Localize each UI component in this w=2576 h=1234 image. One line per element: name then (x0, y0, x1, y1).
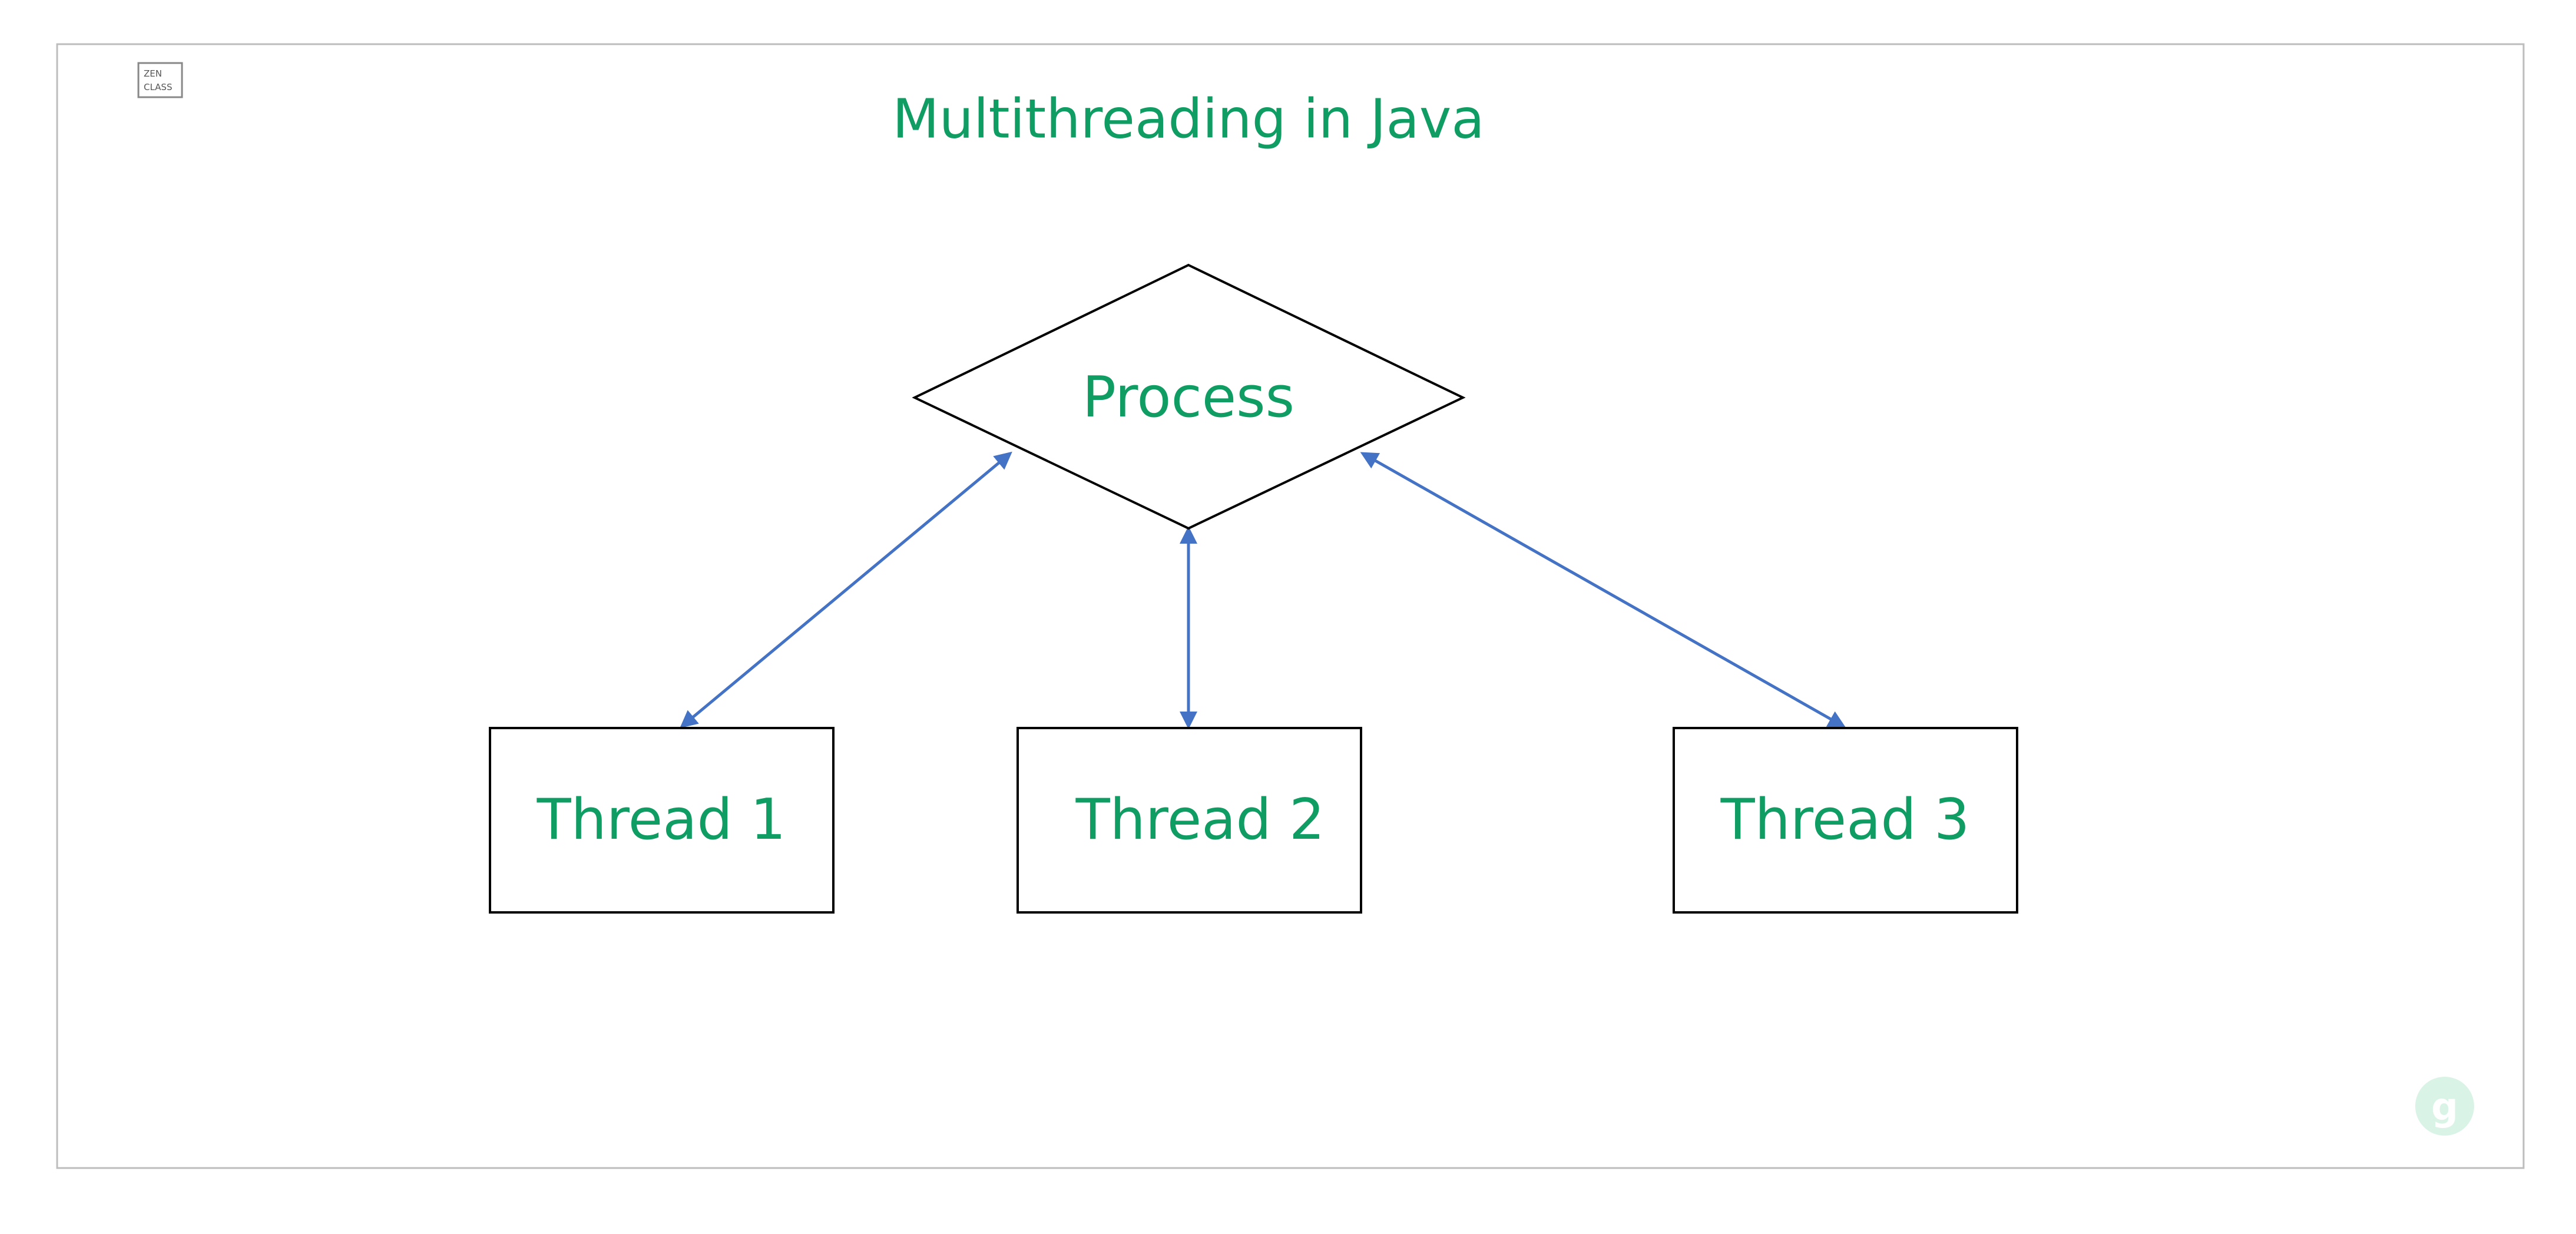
thread-2-label: Thread 2 (1075, 788, 1325, 852)
thread-3-box (1673, 727, 2018, 914)
thread-1-box (489, 727, 835, 914)
process-diamond (912, 263, 1466, 530)
gfg-logo-icon: g (2415, 1077, 2474, 1136)
process-label: Process (1082, 365, 1294, 430)
thread-2-box (1017, 727, 1362, 914)
thread-1-label: Thread 1 (537, 788, 786, 852)
thread-3-label: Thread 3 (1720, 788, 1970, 852)
connector-process-thread-1 (680, 451, 1012, 729)
logo-line-2: CLASS (144, 82, 172, 92)
process-node: Process (912, 263, 1466, 530)
slide-title: Multithreading in Java (892, 88, 1484, 151)
gfg-logo-badge (2415, 1077, 2474, 1136)
connector-process-thread-3 (1360, 452, 1846, 728)
zen-class-logo: ZEN CLASS (137, 62, 183, 98)
thread-node-2: Thread 2 (1017, 727, 1362, 914)
gfg-logo-glyph: g (2431, 1086, 2458, 1129)
thread-node-3: Thread 3 (1673, 727, 2018, 914)
logo-line-1: ZEN (144, 68, 162, 79)
thread-node-1: Thread 1 (489, 727, 835, 914)
slide-frame (56, 43, 2525, 1169)
zen-class-logo-box (137, 62, 183, 98)
